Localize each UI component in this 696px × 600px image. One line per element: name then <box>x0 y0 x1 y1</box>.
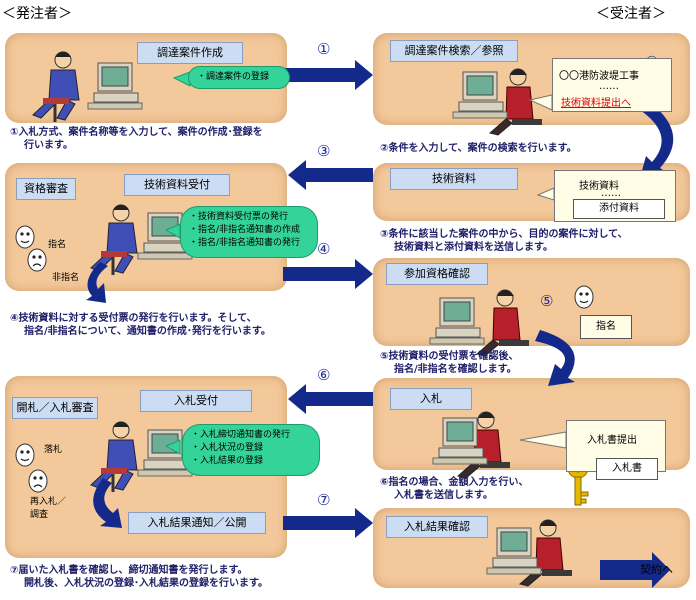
caption-step-4: ④技術資料に対する受付票の発行を行います。そして、 指名/非指名について、通知書… <box>10 312 271 338</box>
attachment-box: 添付資料 <box>573 199 665 219</box>
caption-step-1: ①入札方式、案件名称等を入力して、案件の作成･登録を 行います。 <box>10 126 263 152</box>
caption-step-7: ⑦届いた入札書を確認し、締切通知書を発行します。 開札後、入札状況の登録･入札結… <box>10 564 268 590</box>
caption-6-line-1: ⑥指名の場合、金額入力を行い、 <box>380 477 529 488</box>
nomination-label: 指名 <box>48 240 67 250</box>
caption-step-2: ②条件を入力して、案件の検索を行います。 <box>380 142 577 155</box>
rebid-label: 再入札／ <box>30 497 67 507</box>
bid-title: 入札 <box>390 388 472 410</box>
bubble-line-1: ・技術資料受付票の発行 <box>189 212 289 222</box>
step-number-7: ⑦ <box>317 491 331 509</box>
caption-7-line-2: 開札後、入札状況の登録･入札結果の登録を行います。 <box>24 578 268 589</box>
bid-submit-text: 入札書提出 <box>587 435 637 446</box>
case-detail-note: 〇〇港防波堤工事 …… 技術資料提出へ <box>552 58 672 112</box>
caption-1-line-2: 行います。 <box>24 140 73 151</box>
case-name: 〇〇港防波堤工事 <box>559 71 639 82</box>
step-number-1: ① <box>317 40 331 58</box>
bubble-line-2: ・指名/非指名通知書の作成 <box>189 225 301 235</box>
tech-doc-reception-bubble: ・技術資料受付票の発行 ・指名/非指名通知書の作成 ・指名/非指名通知書の発行 <box>180 206 318 258</box>
caption-2-line-1: ②条件を入力して、案件の検索を行います。 <box>380 143 577 154</box>
caption-step-5: ⑤技術資料の受付票を確認後、 指名/非指名を確認します。 <box>380 350 518 376</box>
caption-4-line-1: ④技術資料に対する受付票の発行を行います。そして、 <box>10 313 257 324</box>
step-number-6: ⑥ <box>317 366 331 384</box>
caption-7-line-1: ⑦届いた入札書を確認し、締切通知書を発行します。 <box>10 565 248 576</box>
bid-result-check-title: 入札結果確認 <box>386 516 488 538</box>
bid-result-notice-title: 入札結果通知／公開 <box>128 512 266 534</box>
step-number-4: ④ <box>317 240 331 258</box>
nomination-box: 指名 <box>580 315 632 339</box>
tech-doc-reception-title: 技術資料受付 <box>124 174 230 196</box>
case-registration-bubble: ・調達案件の登録 <box>188 66 290 89</box>
tech-doc-title: 技術資料 <box>390 168 518 190</box>
caption-4-line-2: 指名/非指名について、通知書の作成･発行を行います。 <box>24 326 271 337</box>
bid-reception-title: 入札受付 <box>140 390 252 412</box>
bid-reception-bubble: ・入札締切通知書の発行 ・入札状況の登録 ・入札結果の登録 <box>182 424 320 476</box>
caption-5-line-1: ⑤技術資料の受付票を確認後、 <box>380 351 519 362</box>
tech-doc-dots: …… <box>601 188 621 199</box>
eligibility-title: 参加資格確認 <box>386 263 488 285</box>
bubble6-line-2: ・入札状況の登録 <box>191 443 264 453</box>
step-number-3: ③ <box>317 142 331 160</box>
investigation-label: 調査 <box>30 510 49 520</box>
case-dots: …… <box>599 81 619 92</box>
step-number-5: ⑤ <box>540 292 554 310</box>
orderer-header: ＜発注者＞ <box>2 6 72 22</box>
caption-3-line-2: 技術資料と添付資料を送信します。 <box>394 242 553 253</box>
case-search-title: 調達案件検索／参照 <box>390 40 518 62</box>
bubble6-line-1: ・入札締切通知書の発行 <box>191 430 291 440</box>
winning-bid-label: 落札 <box>44 445 63 455</box>
non-nomination-label: 非指名 <box>52 273 80 283</box>
contractor-header: ＜受注者＞ <box>596 6 666 22</box>
caption-step-6: ⑥指名の場合、金額入力を行い、 入札書を送信します。 <box>380 476 528 502</box>
bid-document-box: 入札書 <box>596 458 658 480</box>
case-creation-title: 調達案件作成 <box>137 42 243 64</box>
tech-doc-text: 技術資料 <box>579 181 619 192</box>
to-contract-label: 契約へ <box>640 563 673 576</box>
bubble6-line-3: ・入札結果の登録 <box>191 456 264 466</box>
submit-tech-doc-link[interactable]: 技術資料提出へ <box>561 98 631 109</box>
bid-opening-tag: 開札／入札審査 <box>12 397 98 419</box>
qualification-tag: 資格審査 <box>16 178 76 200</box>
caption-5-line-2: 指名/非指名を確認します。 <box>394 364 517 375</box>
caption-3-line-1: ③条件に該当した案件の中から、目的の案件に対して、 <box>380 229 628 240</box>
bubble-line-3: ・指名/非指名通知書の発行 <box>189 238 301 248</box>
caption-6-line-2: 入札書を送信します。 <box>394 490 493 501</box>
caption-1-line-1: ①入札方式、案件名称等を入力して、案件の作成･登録を <box>10 127 263 138</box>
caption-step-3: ③条件に該当した案件の中から、目的の案件に対して、 技術資料と添付資料を送信しま… <box>380 228 628 254</box>
